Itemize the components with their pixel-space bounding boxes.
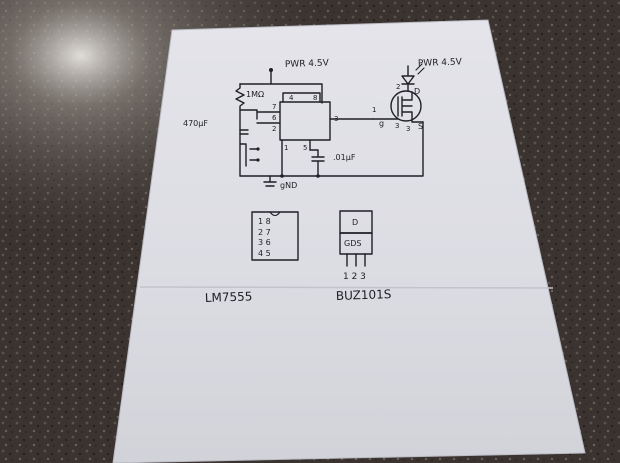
ic-part-name: LM7555 [205, 289, 253, 305]
chip-pin-1: 1 [284, 144, 288, 152]
fet-part-name: BUZ101S [336, 287, 392, 303]
chip-pin-3: 3 [334, 115, 338, 123]
fet-gate: g [379, 119, 384, 128]
paper-sheet [112, 19, 586, 463]
label-ground: gND [280, 181, 297, 190]
ic-pin-row-3: 3 6 [258, 238, 271, 247]
fet-package-drawing [339, 210, 373, 267]
chip-pin-5: 5 [303, 144, 307, 152]
fet-pin-1: 1 [372, 106, 376, 114]
fet-pin-3: 3 [395, 122, 399, 130]
fet-pin-2: 2 [396, 83, 400, 91]
fet-body-label: GDS [344, 239, 361, 248]
label-capacitor-right: .01μF [333, 153, 356, 162]
fet-pin-numbers: 1 2 3 [343, 272, 366, 282]
label-resistor: 1MΩ [246, 90, 264, 99]
fet-drain: D [414, 87, 420, 96]
fet-tab-label: D [352, 218, 358, 227]
ic-pinout-drawing [251, 211, 299, 261]
chip-pin-6: 6 [272, 114, 277, 122]
ic-pin-row-2: 2 7 [258, 228, 271, 237]
circuit-schematic [235, 63, 425, 187]
ic-pin-row-4: 4 5 [258, 249, 271, 258]
chip-pin-4: 4 [289, 94, 294, 102]
label-power-right: PWR 4.5V [418, 57, 463, 69]
fet-source: S [418, 122, 423, 131]
fet-source-pin: 3 [406, 125, 410, 133]
chip-pin-7: 7 [272, 103, 276, 111]
chip-pin-2: 2 [272, 125, 276, 133]
chip-pin-8: 8 [313, 94, 317, 102]
ic-pin-row-1: 1 8 [258, 217, 271, 226]
label-capacitor-left: 470μF [183, 119, 208, 128]
label-power-left: PWR 4.5V [285, 58, 330, 70]
paper-fold [139, 286, 554, 289]
